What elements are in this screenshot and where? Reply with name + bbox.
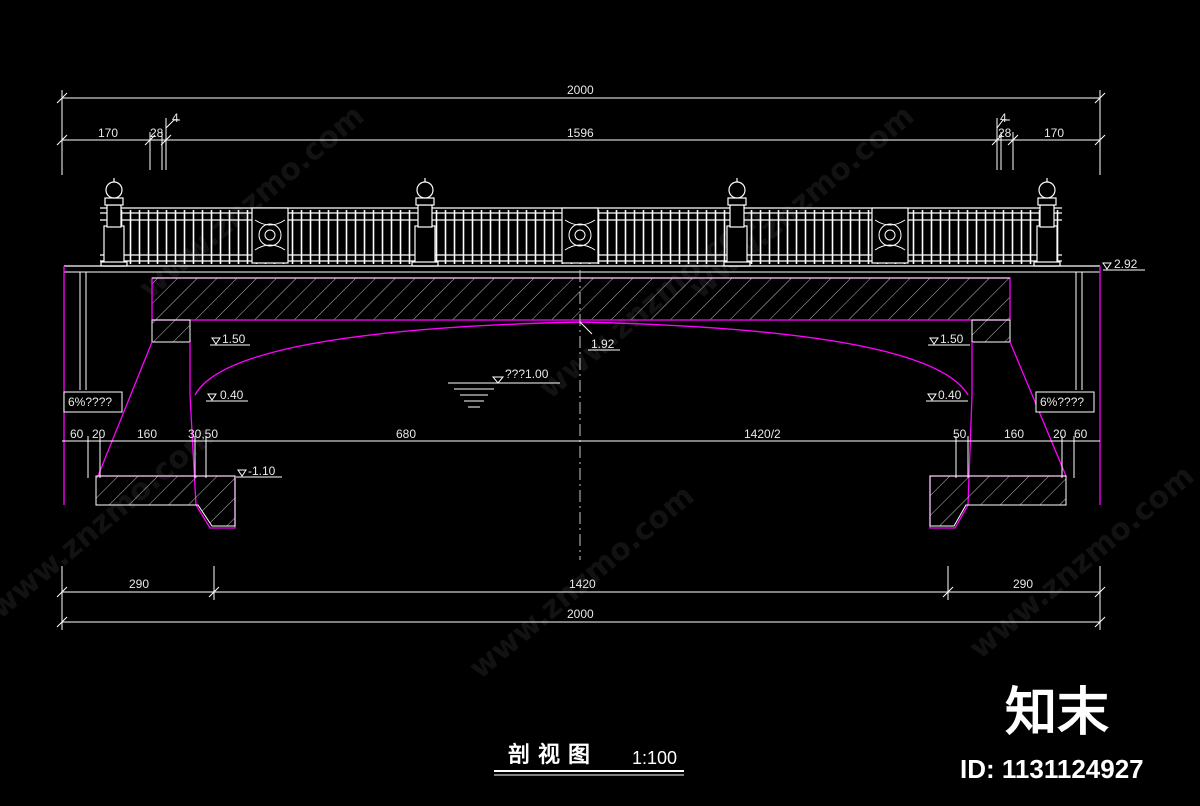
balustrade — [100, 178, 1062, 267]
watermark-layer: www.znzmo.com www.znzmo.com www.znzmo.co… — [0, 98, 1200, 686]
lamp-posts — [100, 178, 1061, 267]
dim-top-4-right: 4 — [1000, 111, 1007, 125]
slope-note-right: 6%???? — [1040, 395, 1084, 409]
dim-mid-60-right: 60 — [1074, 427, 1088, 441]
dim-mid-680: 680 — [396, 427, 416, 441]
dim-mid-20-right: 20 — [1053, 427, 1067, 441]
dim-mid-30-50: 30,50 — [188, 427, 218, 441]
water-level-symbol — [448, 376, 560, 408]
watermark-text: www.znzmo.com — [133, 98, 371, 306]
dim-mid-50-right: 50 — [953, 427, 967, 441]
dim-mid-20-left: 20 — [92, 427, 106, 441]
middle-dimension-lines — [62, 436, 1100, 478]
level-left-spring: 0.40 — [220, 388, 244, 402]
level-right-bearing: 1.50 — [940, 332, 964, 346]
title-scale: 1:100 — [632, 748, 677, 768]
dim-mid-160-right: 160 — [1004, 427, 1024, 441]
level-arch-crown: 1.92 — [591, 337, 615, 351]
slope-note-left: 6%???? — [68, 395, 112, 409]
slope-note-boxes — [63, 391, 1095, 413]
top-dimension-lines — [56, 90, 1106, 175]
watermark-text: www.znzmo.com — [0, 418, 221, 626]
drawing-title: 剖视图 1:100 — [494, 742, 684, 776]
level-deck-top: 2.92 — [1114, 257, 1138, 271]
abutment-left — [95, 319, 236, 529]
dim-top-28-right: 28 — [998, 126, 1012, 140]
level-right-spring: 0.40 — [938, 388, 962, 402]
dim-total-top: 2000 — [567, 83, 594, 97]
dim-bot-290-left: 290 — [129, 577, 149, 591]
dim-top-4-left: 4 — [172, 111, 179, 125]
dim-mid-60-left: 60 — [70, 427, 84, 441]
dim-mid-1420-2: 1420/2 — [744, 427, 781, 441]
level-left-bearing: 1.50 — [222, 332, 246, 346]
dim-bot-total: 2000 — [567, 607, 594, 621]
dim-mid-160-left: 160 — [137, 427, 157, 441]
dim-top-170-right: 170 — [1044, 126, 1064, 140]
level-markers — [206, 262, 1145, 478]
level-foundation: -1.10 — [248, 464, 276, 478]
dim-top-1596: 1596 — [567, 126, 594, 140]
dim-top-28-left: 28 — [150, 126, 164, 140]
level-water: ???1.00 — [505, 367, 549, 381]
dim-bot-290-right: 290 — [1013, 577, 1033, 591]
dim-bot-1420: 1420 — [569, 577, 596, 591]
title-name: 剖视图 — [508, 742, 598, 768]
deck-slab — [63, 265, 1101, 505]
bottom-dimension-lines — [56, 566, 1106, 630]
watermark-id: ID: 1131124927 — [960, 754, 1144, 784]
watermark-logo: 知末 — [1005, 683, 1109, 743]
watermark-text: www.znzmo.com — [683, 98, 921, 306]
abutment-right — [929, 319, 1067, 529]
dim-top-170-left: 170 — [98, 126, 118, 140]
